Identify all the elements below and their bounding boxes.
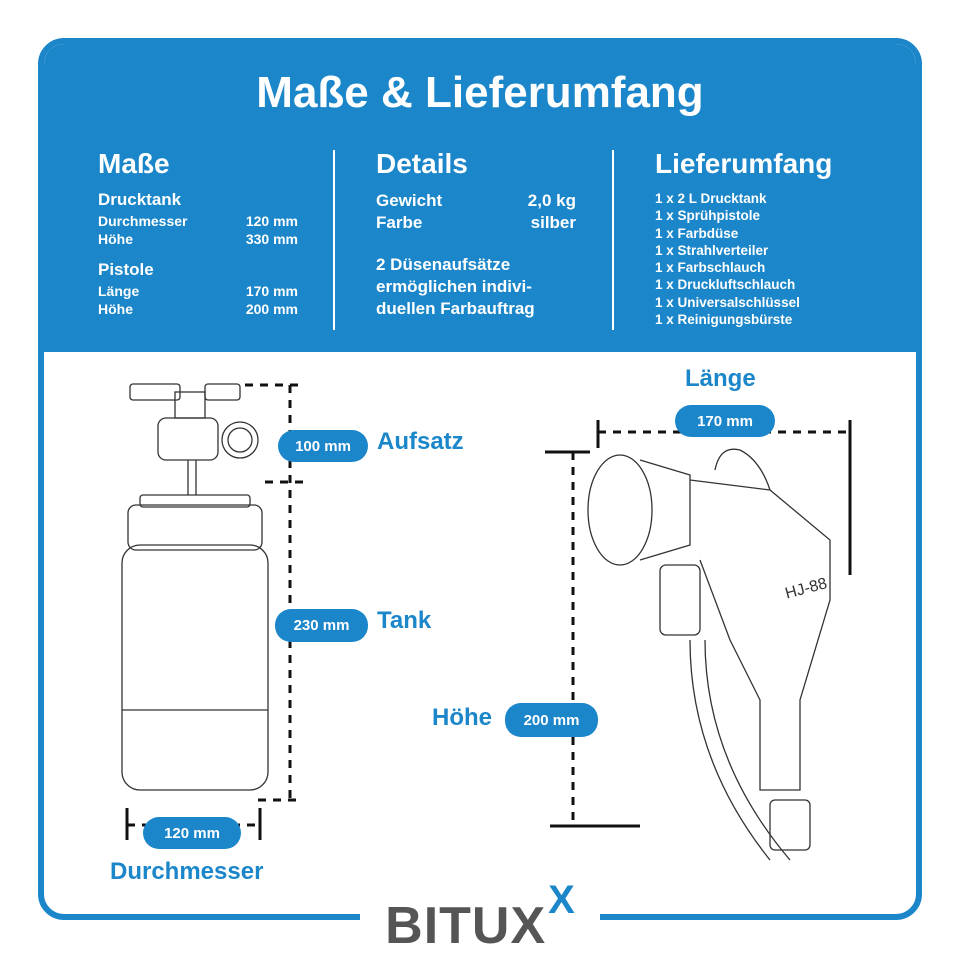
spec-key: Durchmesser (98, 213, 188, 229)
durchmesser-label: Durchmesser (110, 858, 264, 885)
details-text: 2 Düsenaufsätze ermöglichen indivi- duel… (376, 255, 535, 318)
spec-value: 330 mm (245, 231, 298, 247)
details-column: Details Gewicht 2,0 kg Farbe silber 2 Düse… (376, 148, 576, 320)
list-item: 1 x Universalschlüssel (655, 294, 800, 310)
list-item: 1 x Farbschlauch (655, 260, 766, 276)
tank-heading: Drucktank (98, 190, 182, 209)
spec-value: 170 mm (245, 283, 298, 299)
laenge-label: Länge (685, 365, 756, 392)
aufsatz-dimension-pill: 100 mm (278, 430, 368, 462)
pressure-tank-drawing (121, 383, 269, 791)
aufsatz-label: Aufsatz (377, 428, 464, 455)
masse-heading: Maße (98, 148, 170, 179)
hoehe-dimension-pill: 200 mm (505, 703, 598, 737)
detail-row: Farbe silber (376, 212, 576, 234)
infographic-frame: Maße & Lieferumfang Maße Drucktank Durch… (38, 38, 922, 920)
logo-text: BITUX (385, 897, 547, 955)
masse-column: Maße Drucktank Durchmesser 120 mm Höhe 330… (98, 148, 298, 318)
list-item: 1 x 2 L Drucktank (655, 191, 767, 206)
spec-row: Länge 170 mm (98, 282, 298, 300)
spec-value: 200 mm (245, 301, 298, 317)
bitux-logo: BITUX X (360, 880, 600, 960)
detail-key: Gewicht (376, 191, 443, 210)
pistole-heading: Pistole (98, 260, 154, 279)
list-item: 1 x Reinigungsbürste (655, 312, 793, 328)
tank-dimension-pill: 230 mm (275, 609, 368, 642)
details-heading: Details (376, 148, 468, 179)
detail-value: silber (530, 213, 576, 232)
spec-key: Höhe (98, 231, 133, 247)
spec-value: 120 mm (245, 213, 298, 229)
spec-key: Länge (98, 283, 140, 299)
detail-key: Farbe (376, 213, 423, 232)
detail-value: 2,0 kg (527, 191, 576, 210)
page-title: Maße & Lieferumfang (256, 68, 704, 117)
spray-gun-drawing: HJ-88 (587, 448, 831, 861)
laenge-dimension-pill: 170 mm (675, 405, 775, 437)
lieferumfang-heading: Lieferumfang (655, 148, 833, 179)
spec-key: Höhe (98, 301, 133, 317)
specs-panel: Maße & Lieferumfang Maße Drucktank Durch… (44, 44, 916, 352)
spec-row: Durchmesser 120 mm (98, 212, 298, 230)
divider (612, 150, 614, 330)
list-item: 1 x Strahlverteiler (655, 242, 769, 258)
logo-accent: X (548, 878, 575, 922)
durchmesser-dimension-pill: 120 mm (143, 817, 241, 849)
list-item: 1 x Druckluftschlauch (655, 277, 796, 293)
lieferumfang-column: Lieferumfang 1 x 2 L Drucktank 1 x Sprüh… (655, 148, 895, 328)
dimension-lines (125, 383, 852, 840)
list-item: 1 x Farbdüse (655, 225, 739, 241)
detail-row: Gewicht 2,0 kg (376, 190, 576, 212)
spec-row: Höhe 200 mm (98, 300, 298, 318)
list-item: 1 x Sprühpistole (655, 208, 761, 224)
divider (333, 150, 335, 330)
hoehe-label: Höhe (432, 704, 492, 731)
tank-label: Tank (377, 607, 432, 634)
gun-model-label: HJ-88 (783, 575, 829, 602)
spec-row: Höhe 330 mm (98, 230, 298, 248)
